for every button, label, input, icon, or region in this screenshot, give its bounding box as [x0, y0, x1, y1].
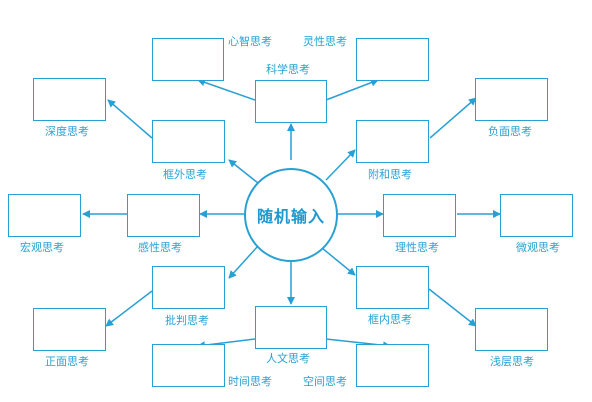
arrow-to-zhengmian: [105, 290, 153, 327]
box-kongjian: [356, 344, 429, 387]
box-renwen: [255, 306, 327, 349]
box-xinzhi: [152, 38, 224, 81]
label-renwen: 人文思考: [266, 352, 310, 365]
center-node: 随机输入: [244, 168, 338, 262]
label-fuhe: 附和思考: [368, 168, 412, 181]
label-kexue: 科学思考: [266, 63, 310, 76]
arrow-to-fuhe: [325, 149, 356, 181]
arrow-to-kuangwai: [228, 159, 259, 184]
label-zhengmian: 正面思考: [45, 355, 89, 368]
arrow-to-xinzhi: [197, 78, 256, 101]
label-qianceng: 浅层思考: [490, 355, 534, 368]
label-kongjian: 空间思考: [303, 375, 347, 388]
label-lingxing: 灵性思考: [303, 35, 347, 48]
label-xinzhi: 心智思考: [228, 35, 272, 48]
box-kuangwai: [152, 120, 225, 163]
box-qianceng: [475, 308, 548, 351]
label-shendu: 深度思考: [45, 125, 89, 138]
label-shijian: 时间思考: [228, 375, 272, 388]
box-lingxing: [356, 38, 429, 81]
label-kuangwai: 框外思考: [163, 168, 207, 181]
label-kuangnei: 框内思考: [368, 313, 412, 326]
arrow-to-kuangnei: [321, 247, 356, 276]
center-label: 随机输入: [256, 207, 325, 226]
label-weiguan: 微观思考: [516, 241, 560, 254]
box-ganxing: [127, 194, 200, 237]
box-weiguan: [500, 194, 573, 237]
box-fumian: [475, 78, 548, 121]
label-pipan: 批判思考: [165, 314, 209, 327]
box-hongguan: [8, 194, 81, 237]
box-shijian: [152, 344, 225, 387]
box-pipan: [152, 266, 225, 309]
label-hongguan: 宏观思考: [20, 241, 64, 254]
box-fuhe: [356, 120, 429, 163]
box-lixing: [383, 194, 456, 237]
arrow-to-fumian: [429, 97, 477, 139]
arrow-to-lingxing: [325, 78, 379, 101]
box-shendu: [33, 78, 106, 121]
label-fumian: 负面思考: [488, 125, 532, 138]
box-zhengmian: [33, 308, 106, 351]
box-kexue: [255, 80, 327, 123]
arrow-to-pipan: [228, 245, 259, 279]
arrow-to-qianceng: [428, 288, 477, 327]
label-lixing: 理性思考: [395, 241, 439, 254]
label-ganxing: 感性思考: [138, 241, 182, 254]
box-kuangnei: [356, 266, 429, 309]
arrow-to-shendu: [107, 99, 153, 139]
